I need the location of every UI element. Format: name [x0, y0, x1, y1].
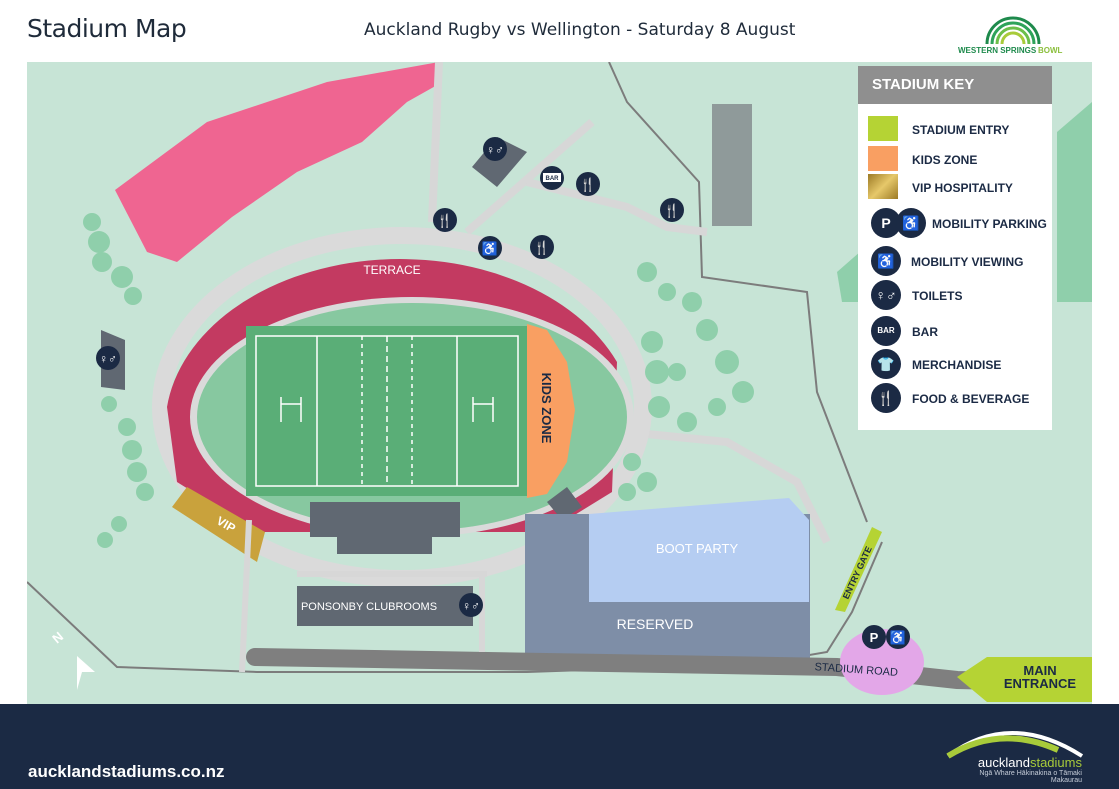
western-springs-bowl-logo: WESTERN SPRINGS BOWL — [958, 16, 1063, 55]
stadium-entry-swatch — [868, 116, 898, 141]
key-item-merchandise: 👕 MERCHANDISE — [858, 349, 1052, 379]
parking-letter: P — [870, 630, 879, 645]
svg-text:♀♂: ♀♂ — [462, 599, 480, 613]
brand: aucklandstadiums Ngā Whare Hākinakina o … — [950, 756, 1082, 785]
wheelchair-icon: ♿ — [896, 208, 926, 238]
brand-b: stadiums — [1029, 755, 1082, 770]
parking-icon: P — [862, 625, 886, 649]
venue-logo-text-2: BOWL — [1038, 46, 1063, 55]
key-item-kids-zone: KIDS ZONE — [858, 146, 1052, 174]
svg-text:🍴: 🍴 — [534, 240, 550, 256]
svg-text:♿: ♿ — [890, 630, 906, 645]
map-icons: ♀♂ ♀♂ ♀♂ BAR 🍴 🍴 🍴 🍴 ♿ P ♿ — [96, 137, 910, 649]
key-label: MOBILITY VIEWING — [911, 255, 1024, 269]
key-item-toilets: ♀♂ TOILETS — [858, 280, 1052, 310]
svg-text:♿: ♿ — [482, 241, 498, 256]
cutlery-icon: 🍴 — [576, 172, 600, 196]
stadium-road-label: STADIUM ROAD — [814, 661, 898, 679]
kids-zone-area — [527, 324, 575, 498]
wheelchair-icon: ♿ — [871, 246, 901, 276]
event-title: Auckland Rugby vs Wellington - Saturday … — [364, 20, 796, 40]
website-link[interactable]: aucklandstadiums.co.nz — [28, 762, 225, 781]
svg-text:🍴: 🍴 — [437, 213, 453, 229]
main-stand — [310, 502, 460, 537]
entry-gate-area — [835, 527, 882, 612]
toilets-icon: ♀♂ — [483, 137, 507, 161]
boot-party-label: BOOT PARTY — [656, 541, 739, 556]
svg-text:♀♂: ♀♂ — [99, 352, 117, 366]
boot-party-area — [589, 498, 809, 602]
tshirt-icon: 👕 — [871, 349, 901, 379]
auckland-stadiums-logo — [946, 731, 1084, 759]
toilets-icon-west: ♀♂ — [96, 346, 120, 370]
wheelchair-icon: ♿ — [478, 236, 502, 260]
key-label: BAR — [912, 325, 938, 339]
cutlery-icon: 🍴 — [871, 383, 901, 413]
bar-icon: BAR — [871, 316, 901, 346]
key-label: FOOD & BEVERAGE — [912, 392, 1030, 406]
key-item-bar: BAR BAR — [858, 316, 1052, 346]
stadium-key-title: STADIUM KEY — [858, 66, 1052, 104]
key-label: MERCHANDISE — [912, 358, 1002, 372]
north-arrow-icon — [77, 656, 95, 690]
ponsonby-building — [297, 586, 473, 626]
key-label: STADIUM ENTRY — [912, 123, 1010, 137]
main-entrance-area — [957, 657, 1092, 702]
kids-zone-label: KIDS ZONE — [539, 373, 554, 444]
stadium-key: STADIUM KEY STADIUM ENTRY KIDS ZONE VIP … — [858, 66, 1052, 430]
venue-logo-text: WESTERN SPRINGS — [958, 46, 1037, 55]
vip-swatch — [868, 174, 898, 199]
key-label: VIP HOSPITALITY — [912, 181, 1013, 195]
toilets-icon: ♀♂ — [871, 280, 901, 310]
key-item-vip: VIP HOSPITALITY — [858, 174, 1052, 202]
bar-icon: BAR — [540, 166, 564, 190]
vip-area — [172, 487, 265, 562]
brand-name: aucklandstadiums — [950, 756, 1082, 770]
bar-badge: BAR — [546, 176, 560, 182]
key-item-mobility-viewing: ♿ MOBILITY VIEWING — [858, 246, 1052, 276]
main-stand-lower — [337, 532, 432, 554]
ponsonby-label: PONSONBY CLUBROOMS — [301, 601, 437, 613]
main-entrance-label: MAIN — [1023, 663, 1056, 678]
toilets-icon-clubrooms: ♀♂ — [459, 593, 483, 617]
svg-text:🍴: 🍴 — [664, 203, 680, 219]
small-building — [547, 487, 582, 520]
cutlery-icon-3: 🍴 — [433, 208, 457, 232]
key-item-food-beverage: 🍴 FOOD & BEVERAGE — [858, 383, 1052, 413]
brand-a: auckland — [977, 755, 1030, 770]
toilet-block — [472, 137, 527, 187]
park-area — [1057, 102, 1092, 302]
cutlery-icon-4: 🍴 — [530, 235, 554, 259]
page-title: Stadium Map — [27, 14, 187, 43]
grey-building — [712, 104, 752, 226]
cutlery-icon-2: 🍴 — [660, 198, 684, 222]
key-label: KIDS ZONE — [912, 153, 978, 167]
svg-text:🍴: 🍴 — [580, 177, 596, 193]
key-label: MOBILITY PARKING — [932, 217, 1047, 231]
terrace-label: TERRACE — [363, 263, 420, 277]
brand-tagline: Ngā Whare Hākinakina o Tāmaki Makaurau — [979, 770, 1082, 784]
key-item-mobility-parking: P ♿ MOBILITY PARKING — [858, 208, 1052, 238]
footer: aucklandstadiums.co.nz — [0, 704, 1119, 789]
wheelchair-parking-icon: ♿ — [886, 625, 910, 649]
key-item-stadium-entry: STADIUM ENTRY — [858, 116, 1052, 144]
svg-text:♀♂: ♀♂ — [486, 143, 504, 157]
reserved-label: RESERVED — [617, 616, 694, 632]
key-label: TOILETS — [912, 289, 963, 303]
kids-zone-swatch — [868, 146, 898, 171]
pink-area — [115, 62, 439, 262]
main-entrance-label-2: ENTRANCE — [1004, 676, 1077, 691]
